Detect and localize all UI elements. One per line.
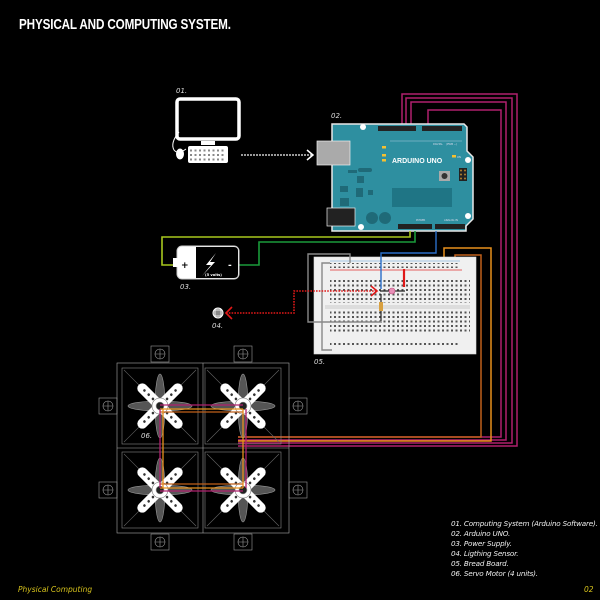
legend-item: 01. Computing System (Arduino Software). <box>451 519 598 528</box>
legend-item: 03. Power Supply. <box>451 539 512 548</box>
digital-label: DIGITAL <box>433 142 443 146</box>
computer: 01. <box>172 87 315 163</box>
page-title: PHYSICAL AND COMPUTING SYSTEM. <box>19 16 231 33</box>
arduino-uno-label: ARDUINO UNO <box>392 158 443 165</box>
led-on <box>452 155 456 158</box>
power-supply-wires <box>161 231 416 266</box>
icsp-header <box>459 168 467 181</box>
battery-plus: + <box>181 261 189 271</box>
servo-mount-bracket <box>150 533 170 551</box>
component-number-06: 06. <box>141 432 152 440</box>
resistor <box>379 302 383 311</box>
legend-item: 04. Ligthing Sensor. <box>451 549 519 558</box>
component-number-05: 05. <box>314 358 325 366</box>
servo-mount-bracket <box>98 397 118 415</box>
digital-header-right <box>422 126 462 131</box>
servo-mount-bracket <box>288 481 308 499</box>
battery-voltage: (5 volts) <box>205 273 222 277</box>
pwm-label: (PWM ~) <box>446 142 457 146</box>
lightning-bolt-icon <box>202 253 216 276</box>
power-jack <box>326 207 356 227</box>
usb-connection-arrow <box>241 149 315 161</box>
servo-motor-array <box>98 345 308 551</box>
battery-minus: - <box>228 261 232 271</box>
servo-mount-bracket <box>233 345 253 363</box>
legend-item: 05. Bread Board. <box>451 559 509 568</box>
digital-header-left <box>378 126 416 131</box>
mouse-icon <box>176 148 184 160</box>
arduino-uno: 02. DIGITAL (PWM ~) POWER ANALOG IN ON A… <box>316 112 474 232</box>
led-l <box>382 146 386 149</box>
keyboard-icon <box>188 146 228 163</box>
servo-mount-bracket <box>150 345 170 363</box>
component-number-04: 04. <box>212 322 223 330</box>
power-header <box>398 224 432 229</box>
lighting-sensor: 04. <box>212 285 379 330</box>
usb-port <box>316 140 351 166</box>
microcontroller-chip <box>392 188 452 207</box>
ground-wires <box>307 253 382 351</box>
component-number-03: 03. <box>180 283 191 291</box>
component-legend: 01. Computing System (Arduino Software).… <box>451 519 598 579</box>
analog-header <box>435 224 465 229</box>
legend-item: 06. Servo Motor (4 units). <box>451 569 538 578</box>
component-number-01: 01. <box>176 87 187 95</box>
light-sensor-icon <box>212 307 224 319</box>
component-number-02: 02. <box>331 112 342 120</box>
power-label: POWER <box>416 218 426 222</box>
on-label: ON <box>457 155 461 159</box>
photoresistor <box>388 287 396 295</box>
servo-mount-bracket <box>288 397 308 415</box>
servo-interconnect-wires <box>159 404 247 492</box>
analog-in-label: ANALOG IN <box>444 218 458 222</box>
servo-mount-bracket <box>98 481 118 499</box>
page-number: 02 <box>584 585 594 594</box>
led-tx <box>382 154 386 157</box>
breadboard: 05. <box>313 256 477 366</box>
led-rx <box>382 159 386 162</box>
monitor-icon <box>172 97 241 153</box>
servo-mount-bracket <box>233 533 253 551</box>
footer-section-title: Physical Computing <box>18 585 93 594</box>
legend-item: 02. Arduino UNO. <box>451 529 511 538</box>
battery: + - (5 volts) 03. <box>173 245 240 291</box>
analog-signal-wire <box>380 231 437 289</box>
